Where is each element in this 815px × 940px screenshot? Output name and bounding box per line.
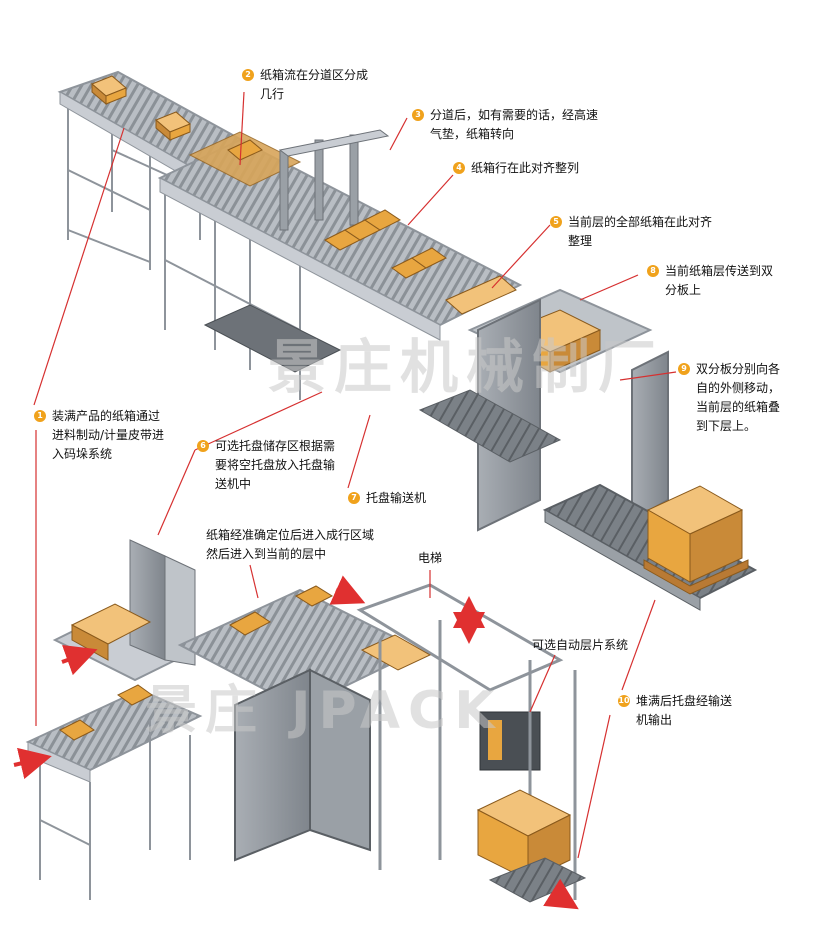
- callout-7: 7 托盘输送机: [348, 489, 426, 508]
- callout-text: 堆满后托盘经输送 机输出: [636, 694, 733, 727]
- callout-5: 5 当前层的全部纸箱在此对齐 整理: [550, 213, 712, 251]
- callout-text: 当前纸箱层传送到双 分板上: [665, 264, 774, 297]
- infeed-arrow: [13, 747, 52, 780]
- elevator-frame: [356, 583, 564, 692]
- label-align-entry: 纸箱经准确定位后进入成行区域 然后进入到当前的层中: [206, 528, 375, 561]
- carton-arrow: [329, 575, 366, 605]
- callout-number: 4: [453, 162, 465, 174]
- pallet-in-arrow: [61, 645, 98, 676]
- callout-number: 7: [348, 492, 360, 504]
- callout-10: 10 堆满后托盘经输送 机输出: [618, 692, 732, 730]
- callout-number: 9: [678, 363, 690, 375]
- watermark-bottom: 景庄 JPACK: [145, 681, 503, 741]
- callout-number: 5: [550, 216, 562, 228]
- pallet-conveyor: [418, 389, 562, 463]
- callout-text: 可选托盘储存区根据需 要将空托盘放入托盘输 送机中: [215, 439, 336, 491]
- callout-2: 2 纸箱流在分道区分成 几行: [242, 66, 368, 104]
- callout-8: 8 当前纸箱层传送到双 分板上: [647, 262, 773, 300]
- callout-text: 装满产品的纸箱通过 进料制动/计量皮带进 入码垛系统: [52, 409, 165, 461]
- carton-rows: [227, 139, 517, 315]
- callout-6: 6 可选托盘储存区根据需 要将空托盘放入托盘输 送机中: [197, 437, 335, 494]
- callout-3: 3 分道后，如有需要的话，经高速 气垫，纸箱转向: [412, 106, 598, 144]
- outfeed-arrow: [543, 878, 579, 910]
- bottom-outfeed: [488, 857, 587, 903]
- callout-text: 纸箱流在分道区分成 几行: [260, 68, 369, 101]
- full-pallet: [643, 485, 749, 595]
- leader-lines: [33, 91, 677, 859]
- label-slip-sheet: 可选自动层片系统: [532, 638, 629, 652]
- callout-1: 1 装满产品的纸箱通过 进料制动/计量皮带进 入码垛系统: [34, 407, 164, 464]
- callout-number: 3: [412, 109, 424, 121]
- callout-number: 1: [34, 410, 46, 422]
- label-elevator: 电梯: [418, 551, 443, 565]
- callout-9: 9 双分板分别向各 自的外侧移动， 当前层的纸箱叠 到下层上。: [678, 360, 780, 436]
- callout-4: 4 纸箱行在此对齐整列: [453, 159, 579, 178]
- callout-text: 当前层的全部纸箱在此对齐 整理: [568, 215, 713, 248]
- bottom-machine: [25, 539, 587, 903]
- callout-text: 托盘输送机: [366, 491, 427, 505]
- callout-number: 10: [618, 695, 630, 707]
- callout-text: 双分板分别向各 自的外侧移动， 当前层的纸箱叠 到下层上。: [696, 362, 781, 433]
- callout-text: 纸箱行在此对齐整列: [471, 161, 580, 175]
- flow-arrows: [13, 575, 579, 910]
- callout-number: 8: [647, 265, 659, 277]
- watermark-top: 景庄机械制厂: [268, 333, 665, 401]
- top-machine: [57, 70, 758, 611]
- callout-number: 2: [242, 69, 254, 81]
- callout-text: 分道后，如有需要的话，经高速 气垫，纸箱转向: [430, 108, 599, 141]
- callout-number: 6: [197, 440, 209, 452]
